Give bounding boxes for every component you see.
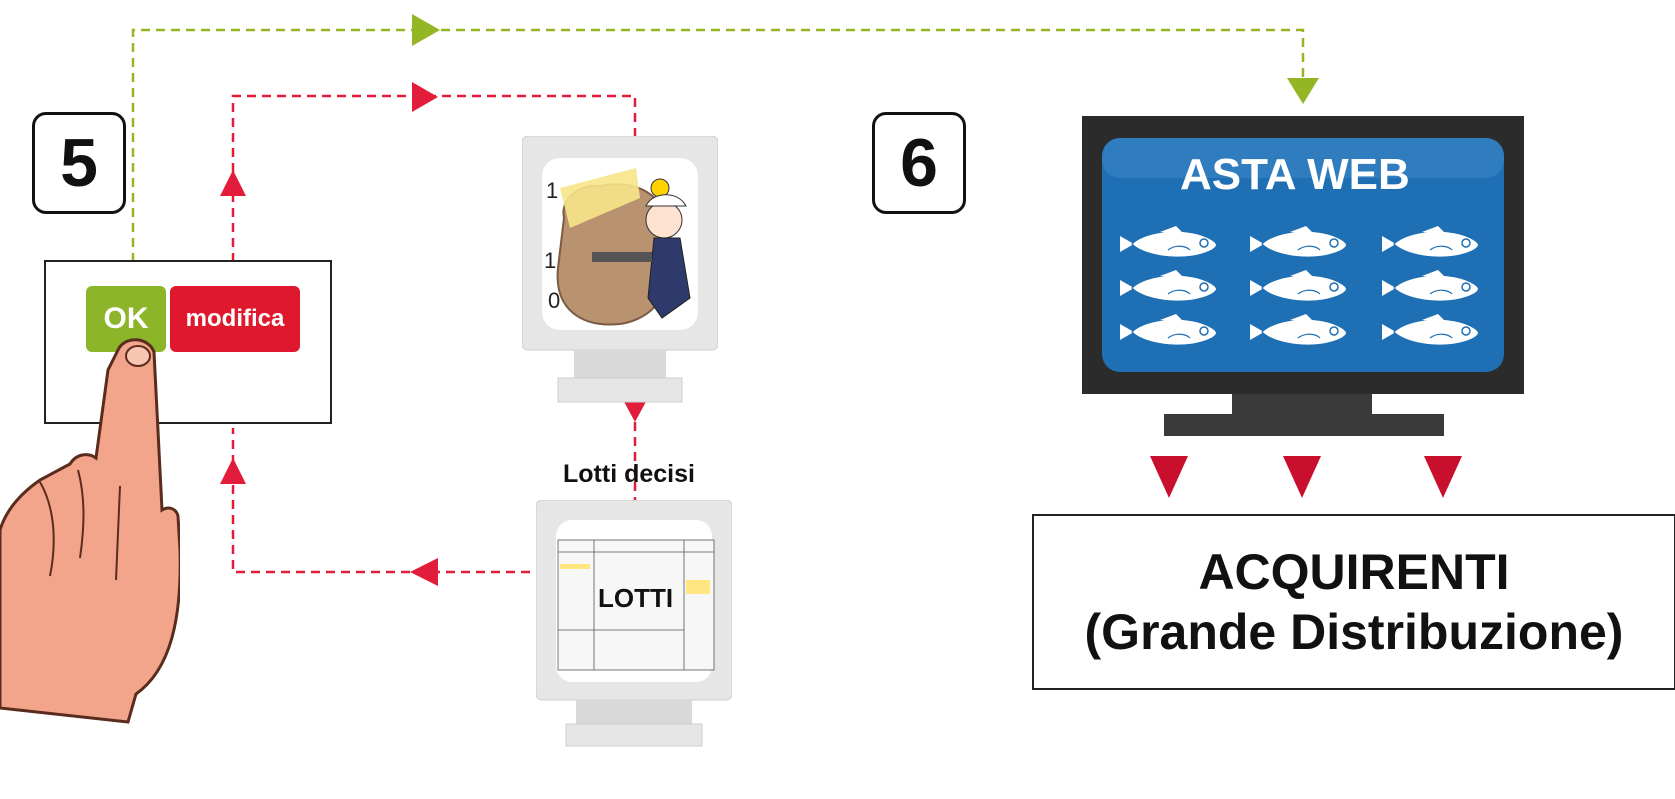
fish-icon — [1120, 269, 1218, 302]
computer-monitor-icon — [536, 500, 732, 747]
svg-text:0: 0 — [548, 288, 560, 313]
modifica-button[interactable]: modifica — [170, 286, 300, 352]
arrow-head-icon — [412, 82, 438, 112]
step-5-badge: 5 — [32, 112, 126, 214]
tv-title: ASTA WEB — [1180, 150, 1410, 199]
down-triangle-icon — [1424, 456, 1462, 498]
arrow-head-icon — [220, 458, 246, 484]
fish-icon — [1249, 269, 1348, 302]
lots-caption: Lotti decisi — [563, 460, 695, 488]
fish-icon — [1120, 226, 1218, 258]
lots-screen-label: LOTTI — [598, 583, 674, 613]
svg-text:1: 1 — [544, 248, 556, 273]
svg-text:1: 1 — [546, 178, 558, 203]
fish-grid — [1120, 226, 1480, 346]
fish-icon — [1381, 269, 1480, 302]
miner-illustration: 1 1 0 — [544, 168, 691, 326]
arrow-head-icon — [220, 170, 246, 196]
fish-icon — [1381, 313, 1480, 346]
down-triangle-icon — [1283, 456, 1321, 498]
step-6-badge: 6 — [872, 112, 966, 214]
buyers-title: ACQUIRENTI — [1198, 544, 1510, 600]
buyers-box: ACQUIRENTI (Grande Distribuzione) — [1032, 514, 1675, 690]
arrow-head-icon — [1287, 78, 1319, 104]
hand-pointer-icon — [0, 338, 180, 724]
down-triangle-icon — [1150, 456, 1188, 498]
fish-icon — [1120, 313, 1218, 346]
arrow-head-icon — [622, 398, 648, 422]
buyers-subtitle: (Grande Distribuzione) — [1084, 604, 1624, 660]
decision-panel: OK modifica — [44, 260, 332, 424]
fish-icon — [1249, 226, 1348, 258]
arrow-head-icon — [410, 558, 438, 586]
fish-icon — [1249, 313, 1348, 346]
fish-icon — [1381, 226, 1480, 258]
arrow-head-icon — [412, 14, 440, 46]
